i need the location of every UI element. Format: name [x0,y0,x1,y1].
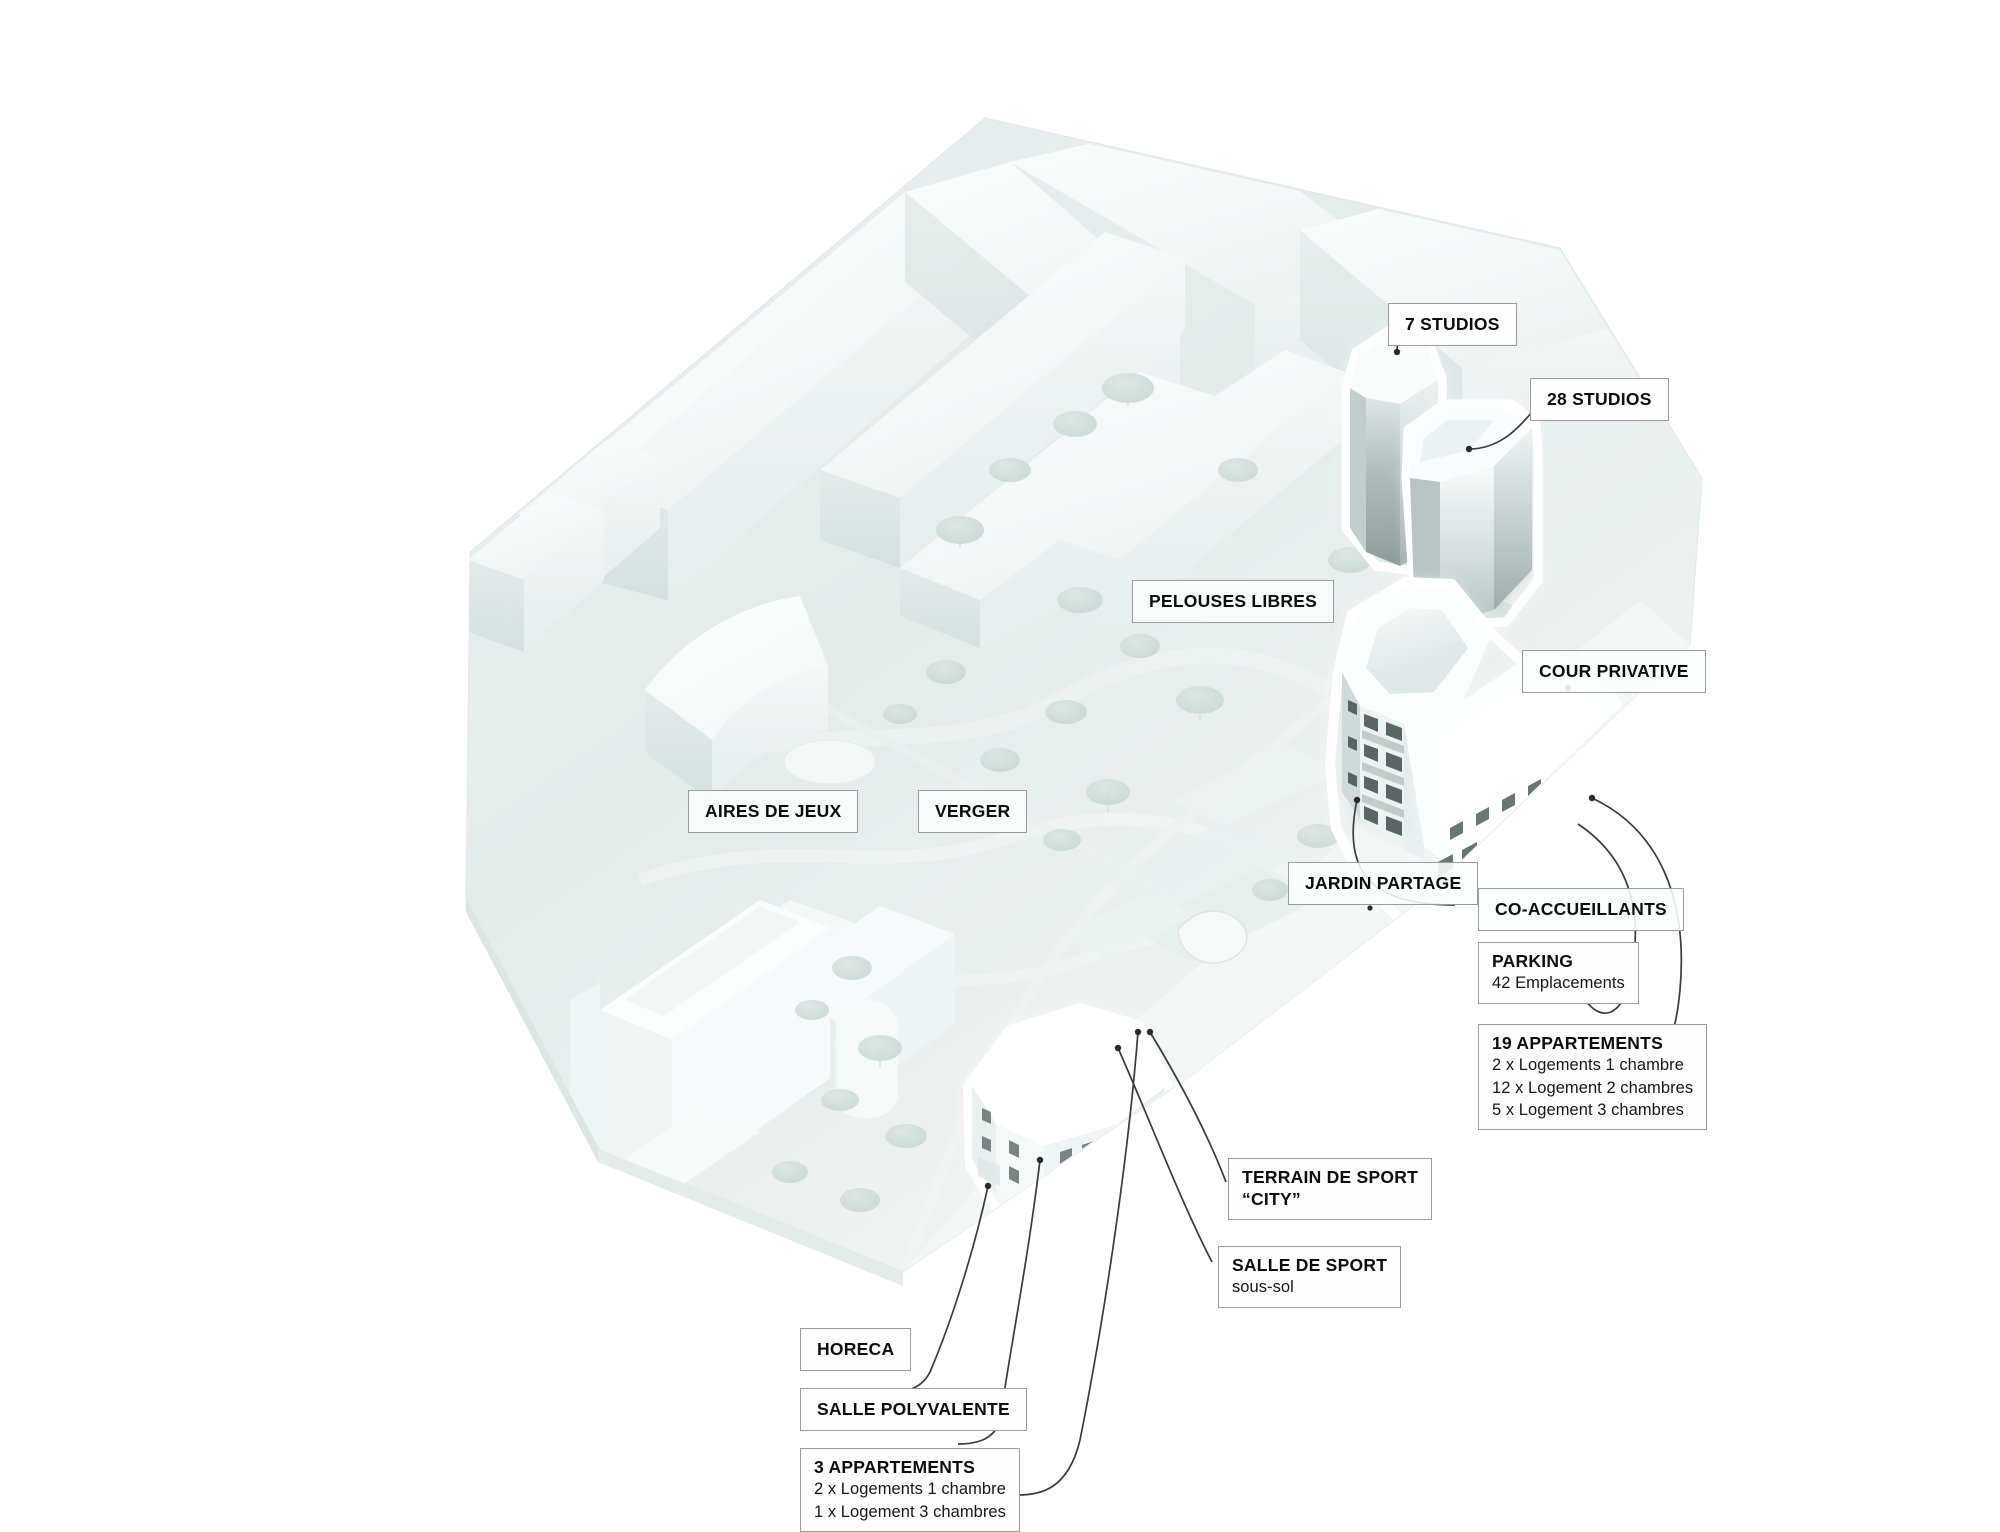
label-title: 7 STUDIOS [1405,314,1500,334]
label-title: COUR PRIVATIVE [1539,661,1689,681]
callout-pelouses-libres[interactable]: PELOUSES LIBRES [1132,580,1335,624]
context-buildings-southwest [570,900,955,1214]
callout-aires-de-jeux[interactable]: AIRES DE JEUX [688,790,859,834]
label-title: VERGER [935,801,1011,821]
entrance-recess [1574,796,1600,840]
label-title: 19 APPARTEMENTS [1492,1033,1663,1053]
label-line-2: 12 x Logement 2 chambres [1492,1078,1694,1097]
label-title: PARKING [1492,951,1574,971]
label-title: JARDIN PARTAGE [1305,873,1462,893]
label-line-1: 2 x Logements 1 chambre [1492,1056,1684,1075]
callout-salle-polyvalente[interactable]: SALLE POLYVALENTE [800,1388,1027,1432]
label-title: CO-ACCUEILLANTS [1495,899,1667,919]
callout-28-studios[interactable]: 28 STUDIOS [1530,378,1669,422]
callout-19-appartements[interactable]: 19 APPARTEMENTS 2 x Logements 1 chambre … [1478,1024,1708,1130]
label-line-2: 1 x Logement 3 chambres [814,1502,1006,1521]
callout-cour-privative[interactable]: COUR PRIVATIVE [1522,650,1706,694]
label-line-1: 2 x Logements 1 chambre [814,1480,1006,1499]
playground-shape [1177,910,1248,964]
callout-parking[interactable]: PARKING 42 Emplacements [1478,942,1639,1004]
label-title: 28 STUDIOS [1547,389,1652,409]
label-line-1: sous-sol [1232,1278,1294,1297]
callout-salle-de-sport[interactable]: SALLE DE SPORT sous-sol [1218,1246,1402,1308]
facade-windows-northwest [1348,700,1402,836]
callout-horeca[interactable]: HORECA [800,1328,912,1372]
label-title: TERRAIN DE SPORT [1242,1167,1419,1187]
callout-7-studios[interactable]: 7 STUDIOS [1388,303,1517,347]
label-title: PELOUSES LIBRES [1149,591,1318,611]
callout-jardin-partage[interactable]: JARDIN PARTAGE [1288,862,1479,906]
label-title: HORECA [817,1339,895,1359]
label-line-1: 42 Emplacements [1492,974,1625,993]
label-title: AIRES DE JEUX [705,801,842,821]
callout-co-accueillants[interactable]: CO-ACCUEILLANTS [1478,888,1684,932]
context-buildings-northwest [468,120,1640,802]
label-line-1: “CITY” [1242,1189,1301,1210]
label-line-3: 5 x Logement 3 chambres [1492,1100,1684,1119]
label-title: SALLE POLYVALENTE [817,1399,1010,1419]
building-horeca-salle [963,1003,1177,1231]
label-title: SALLE DE SPORT [1232,1255,1388,1275]
label-title: 3 APPARTEMENTS [814,1457,976,1477]
callout-verger[interactable]: VERGER [918,790,1028,834]
callout-terrain-de-sport[interactable]: TERRAIN DE SPORT “CITY” [1228,1158,1433,1220]
callout-3-appartements[interactable]: 3 APPARTEMENTS 2 x Logements 1 chambre 1… [800,1448,1020,1532]
